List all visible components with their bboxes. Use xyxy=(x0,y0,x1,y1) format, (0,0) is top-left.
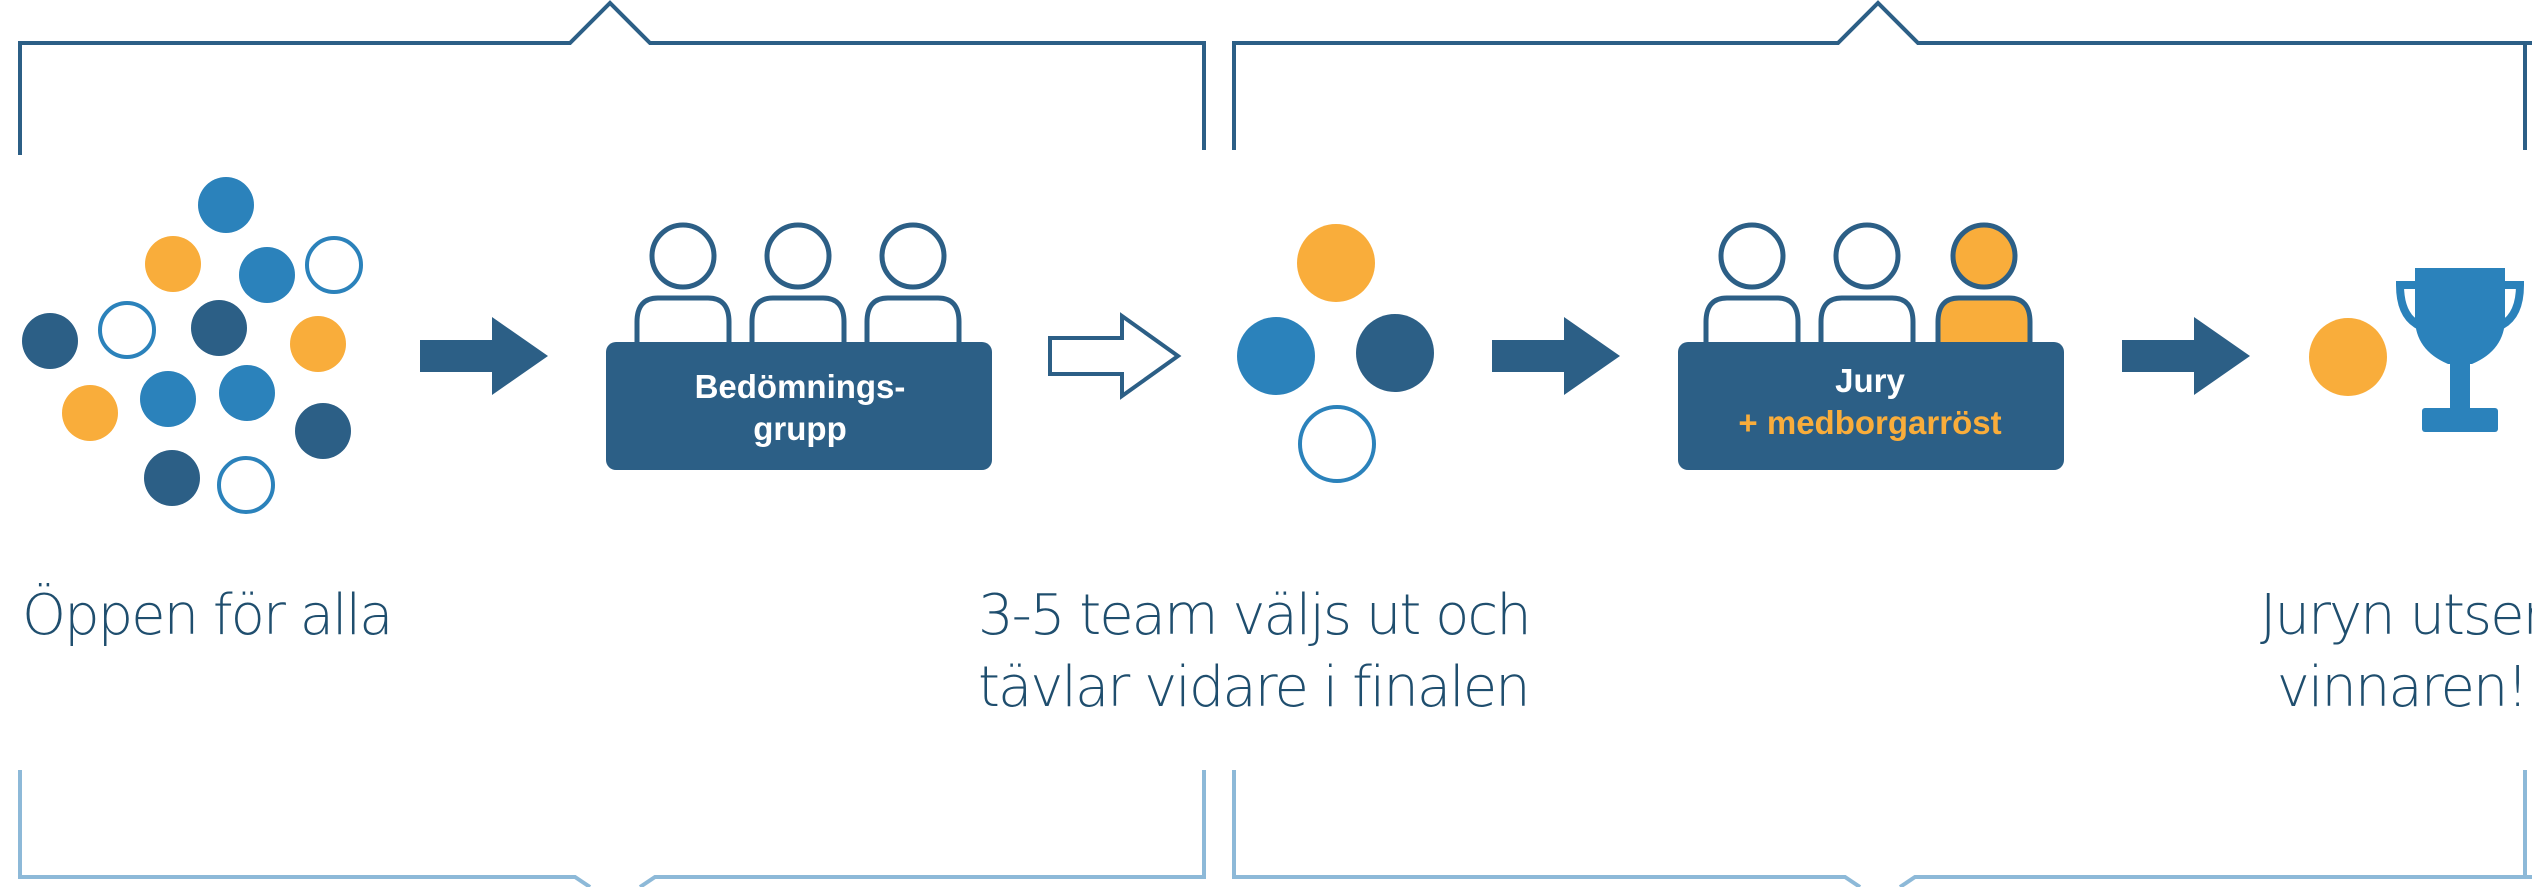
assessment-group-label-line2: grupp xyxy=(753,410,847,447)
open-teams-cluster xyxy=(22,177,363,514)
jury-group-icon xyxy=(1678,222,2064,470)
finalists-caption: 3-5 team väljs ut och tävlar vidare i fi… xyxy=(978,580,1532,724)
arrow-right-icon xyxy=(420,317,548,395)
winner-caption: Juryn utser vinnaren! xyxy=(2260,580,2532,724)
arrow-right-outline-icon xyxy=(1048,312,1182,400)
team-dot xyxy=(290,316,346,372)
top-bracket-left xyxy=(18,0,1206,155)
team-dot xyxy=(140,371,196,427)
finalists-caption-line2: tävlar vidare i finalen xyxy=(978,655,1531,720)
arrow-right-icon xyxy=(2122,317,2250,395)
team-dot xyxy=(62,385,118,441)
team-dot xyxy=(191,300,247,356)
trophy-icon xyxy=(2395,268,2525,432)
team-dot xyxy=(1297,224,1375,302)
jury-label: Jury + medborgarröst xyxy=(1680,360,2060,444)
winner-caption-line1: Juryn utser xyxy=(2260,583,2532,648)
team-dot xyxy=(239,247,295,303)
desk xyxy=(1678,342,2064,470)
citizen-vote-label: + medborgarröst xyxy=(1738,404,2002,441)
finalist-teams xyxy=(1237,224,1434,483)
bottom-bracket-right xyxy=(1232,770,2532,887)
team-dot xyxy=(145,236,201,292)
finalists-caption-line1: 3-5 team väljs ut och xyxy=(978,583,1532,648)
assessment-group-label: Bedömnings- grupp xyxy=(610,366,990,450)
bottom-bracket-left xyxy=(18,770,1206,887)
jury-label-line1: Jury xyxy=(1835,362,1905,399)
team-dot xyxy=(22,313,78,369)
arrow-right-icon xyxy=(1492,317,1620,395)
team-dot xyxy=(295,403,351,459)
assessment-group-icon xyxy=(606,222,992,470)
team-dot xyxy=(305,236,363,294)
team-dot xyxy=(144,450,200,506)
team-dot xyxy=(198,177,254,233)
team-dot xyxy=(219,365,275,421)
team-dot xyxy=(1298,405,1376,483)
team-dot xyxy=(1237,317,1315,395)
team-dot xyxy=(98,301,156,359)
assessment-group-label-line1: Bedömnings- xyxy=(694,368,906,405)
open-stage-caption: Öppen för alla xyxy=(22,580,393,652)
citizen-vote-person xyxy=(1950,222,2018,290)
top-bracket-right xyxy=(1232,0,2532,150)
desk xyxy=(606,342,992,470)
team-dot xyxy=(1356,314,1434,392)
winner-caption-line2: vinnaren! xyxy=(2276,655,2529,720)
open-stage-caption-text: Öppen för alla xyxy=(22,583,393,648)
team-dot xyxy=(217,456,275,514)
winner-team-dot xyxy=(2309,318,2387,396)
